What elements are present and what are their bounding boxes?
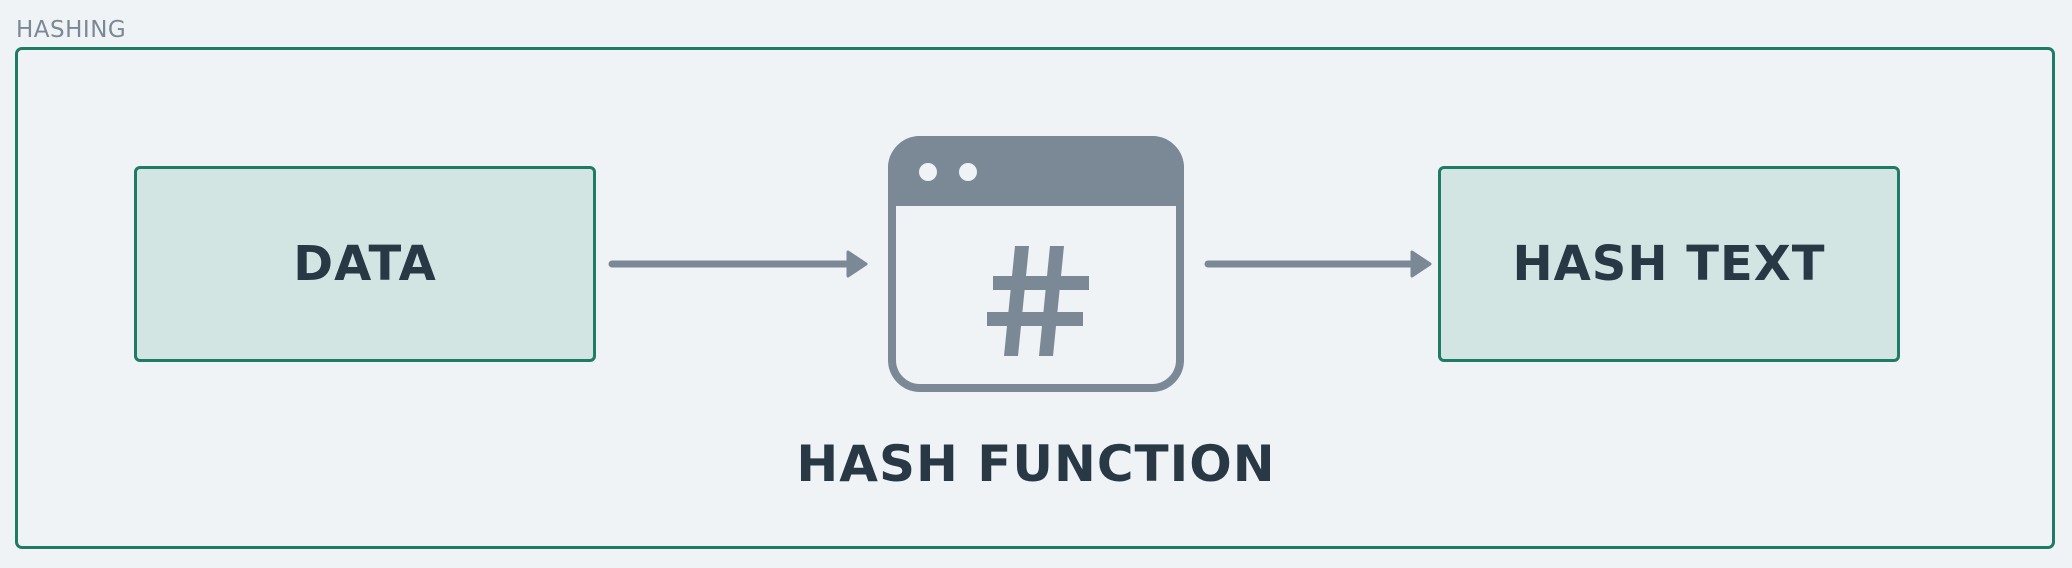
data-node-label: DATA	[293, 236, 437, 292]
hash-function-to-hash-text-arrow	[1204, 250, 1432, 278]
data-to-hash-function-arrow	[608, 250, 868, 278]
hash-text-node-label: HASH TEXT	[1512, 236, 1826, 292]
hash-window-icon[interactable]	[888, 136, 1184, 392]
group-label: HASHING	[16, 17, 127, 43]
hash-text-node[interactable]: HASH TEXT	[1438, 166, 1900, 362]
hashing-group	[15, 47, 2055, 549]
hash-function-label: HASH FUNCTION	[796, 435, 1276, 493]
data-node[interactable]: DATA	[134, 166, 596, 362]
